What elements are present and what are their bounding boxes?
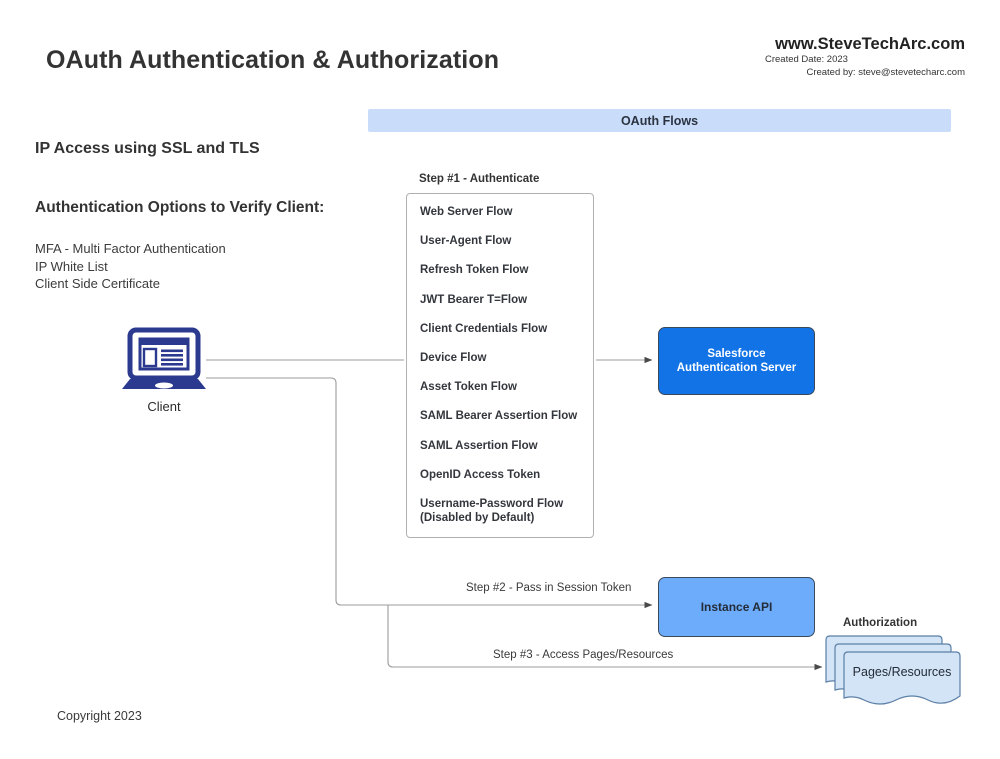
client-label: Client [147, 399, 181, 414]
step-3-label: Step #3 - Access Pages/Resources [493, 649, 674, 661]
oauth-flows-banner: OAuth Flows [368, 109, 951, 132]
oauth-flow-list-box: Web Server Flow User-Agent Flow Refresh … [406, 193, 594, 538]
client-laptop-icon [122, 327, 206, 389]
pages-resources-label: Pages/Resources [853, 665, 952, 679]
created-date: Created Date: 2023 [765, 54, 848, 65]
ssl-heading: IP Access using SSL and TLS [35, 140, 260, 157]
document-front [843, 651, 961, 705]
list-item: MFA - Multi Factor Authentication [35, 241, 226, 256]
authorization-label: Authorization [843, 617, 918, 629]
copyright: Copyright 2023 [57, 709, 142, 723]
page-title: OAuth Authentication & Authorization [46, 46, 500, 74]
site-url: www.SteveTechArc.com [775, 35, 965, 53]
oauth-flow-list: Web Server Flow User-Agent Flow Refresh … [420, 205, 589, 526]
flow-item-asset-token[interactable]: Asset Token Flow [420, 381, 517, 394]
flow-item-device[interactable]: Device Flow [420, 351, 487, 364]
flow-item-refresh-token[interactable]: Refresh Token Flow [420, 264, 529, 277]
flow-item-username-password[interactable]: Username-Password Flow (Disabled by Defa… [420, 497, 564, 524]
pages-resources-stack[interactable]: Pages/Resources [822, 634, 972, 706]
flow-item-user-agent[interactable]: User-Agent Flow [420, 235, 512, 248]
flow-item-web-server[interactable]: Web Server Flow [420, 206, 513, 218]
auth-options-list: MFA - Multi Factor Authentication IP Whi… [35, 240, 226, 293]
flow-item-client-credentials[interactable]: Client Credentials Flow [420, 322, 548, 335]
step-1-label: Step #1 - Authenticate [419, 173, 540, 185]
auth-options-heading: Authentication Options to Verify Client: [35, 199, 325, 216]
flow-item-saml-bearer-assertion[interactable]: SAML Bearer Assertion Flow [420, 410, 578, 423]
flow-item-jwt-bearer[interactable]: JWT Bearer T=Flow [420, 293, 528, 306]
flow-item-openid-access-token[interactable]: OpenID Access Token [420, 468, 541, 481]
instance-api-node[interactable]: Instance API [658, 577, 815, 637]
list-item: Client Side Certificate [35, 276, 160, 291]
list-item: IP White List [35, 258, 108, 274]
step-2-label: Step #2 - Pass in Session Token [466, 582, 632, 594]
flow-item-saml-assertion[interactable]: SAML Assertion Flow [420, 439, 538, 452]
salesforce-auth-server-node[interactable]: Salesforce Authentication Server [658, 327, 815, 395]
created-by: Created by: steve@stevetecharc.com [806, 67, 965, 78]
